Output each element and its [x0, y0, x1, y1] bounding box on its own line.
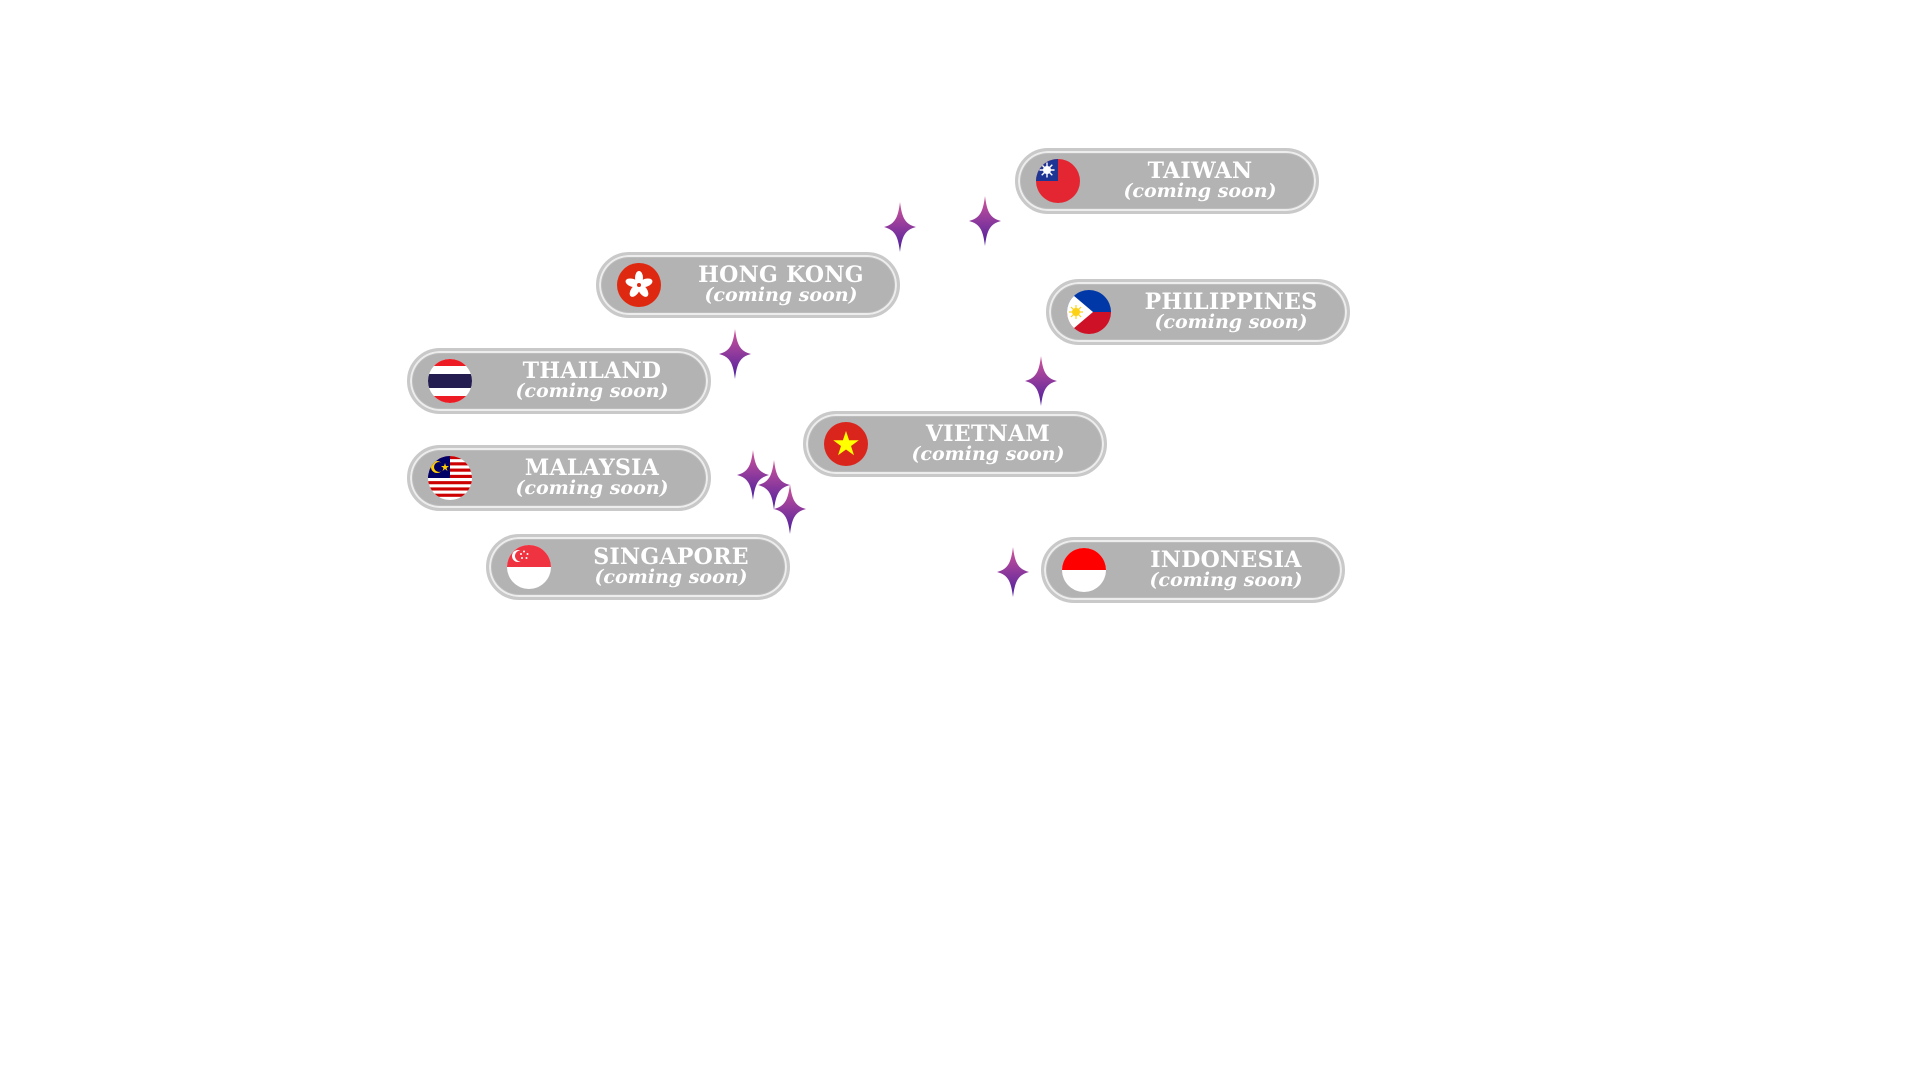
region-name: MALAYSIA — [524, 455, 660, 481]
sparkle-icon — [774, 484, 806, 534]
region-name: THAILAND — [522, 358, 662, 384]
region-name: SINGAPORE — [593, 544, 749, 570]
thailand-flag-icon — [428, 359, 472, 403]
region-pill-hong-kong[interactable]: HONG KONG (coming soon) — [596, 252, 900, 318]
indonesia-flag-icon — [1062, 548, 1106, 592]
region-status: (coming soon) — [911, 443, 1065, 465]
region-pill-indonesia[interactable]: INDONESIA (coming soon) — [1041, 537, 1345, 603]
hong-kong-flag-icon — [617, 263, 661, 307]
region-status: (coming soon) — [594, 566, 748, 588]
region-status: (coming soon) — [704, 284, 858, 306]
sparkle-icon — [969, 196, 1001, 246]
philippines-flag-icon — [1067, 290, 1111, 334]
malaysia-flag-icon — [428, 456, 472, 500]
region-name: INDONESIA — [1150, 547, 1302, 573]
region-name: VIETNAM — [925, 421, 1051, 447]
region-pill-thailand[interactable]: THAILAND (coming soon) — [407, 348, 711, 414]
region-name: HONG KONG — [698, 262, 864, 288]
sparkle-icon — [884, 202, 916, 252]
sparkle-icon — [1025, 356, 1057, 406]
singapore-flag-icon — [507, 545, 551, 589]
region-pill-singapore[interactable]: SINGAPORE (coming soon) — [486, 534, 790, 600]
taiwan-flag-icon — [1036, 159, 1080, 203]
region-pill-vietnam[interactable]: VIETNAM (coming soon) — [803, 411, 1107, 477]
sparkle-icon — [719, 329, 751, 379]
vietnam-flag-icon — [824, 422, 868, 466]
region-pill-taiwan[interactable]: TAIWAN (coming soon) — [1015, 148, 1319, 214]
region-name: TAIWAN — [1147, 158, 1253, 184]
region-status: (coming soon) — [515, 477, 669, 499]
region-status: (coming soon) — [1154, 311, 1308, 333]
region-status: (coming soon) — [515, 380, 669, 402]
region-pill-malaysia[interactable]: MALAYSIA (coming soon) — [407, 445, 711, 511]
region-status: (coming soon) — [1123, 180, 1277, 202]
region-pill-philippines[interactable]: PHILIPPINES (coming soon) — [1046, 279, 1350, 345]
sparkle-icon — [997, 547, 1029, 597]
region-status: (coming soon) — [1149, 569, 1303, 591]
region-name: PHILIPPINES — [1144, 289, 1318, 315]
